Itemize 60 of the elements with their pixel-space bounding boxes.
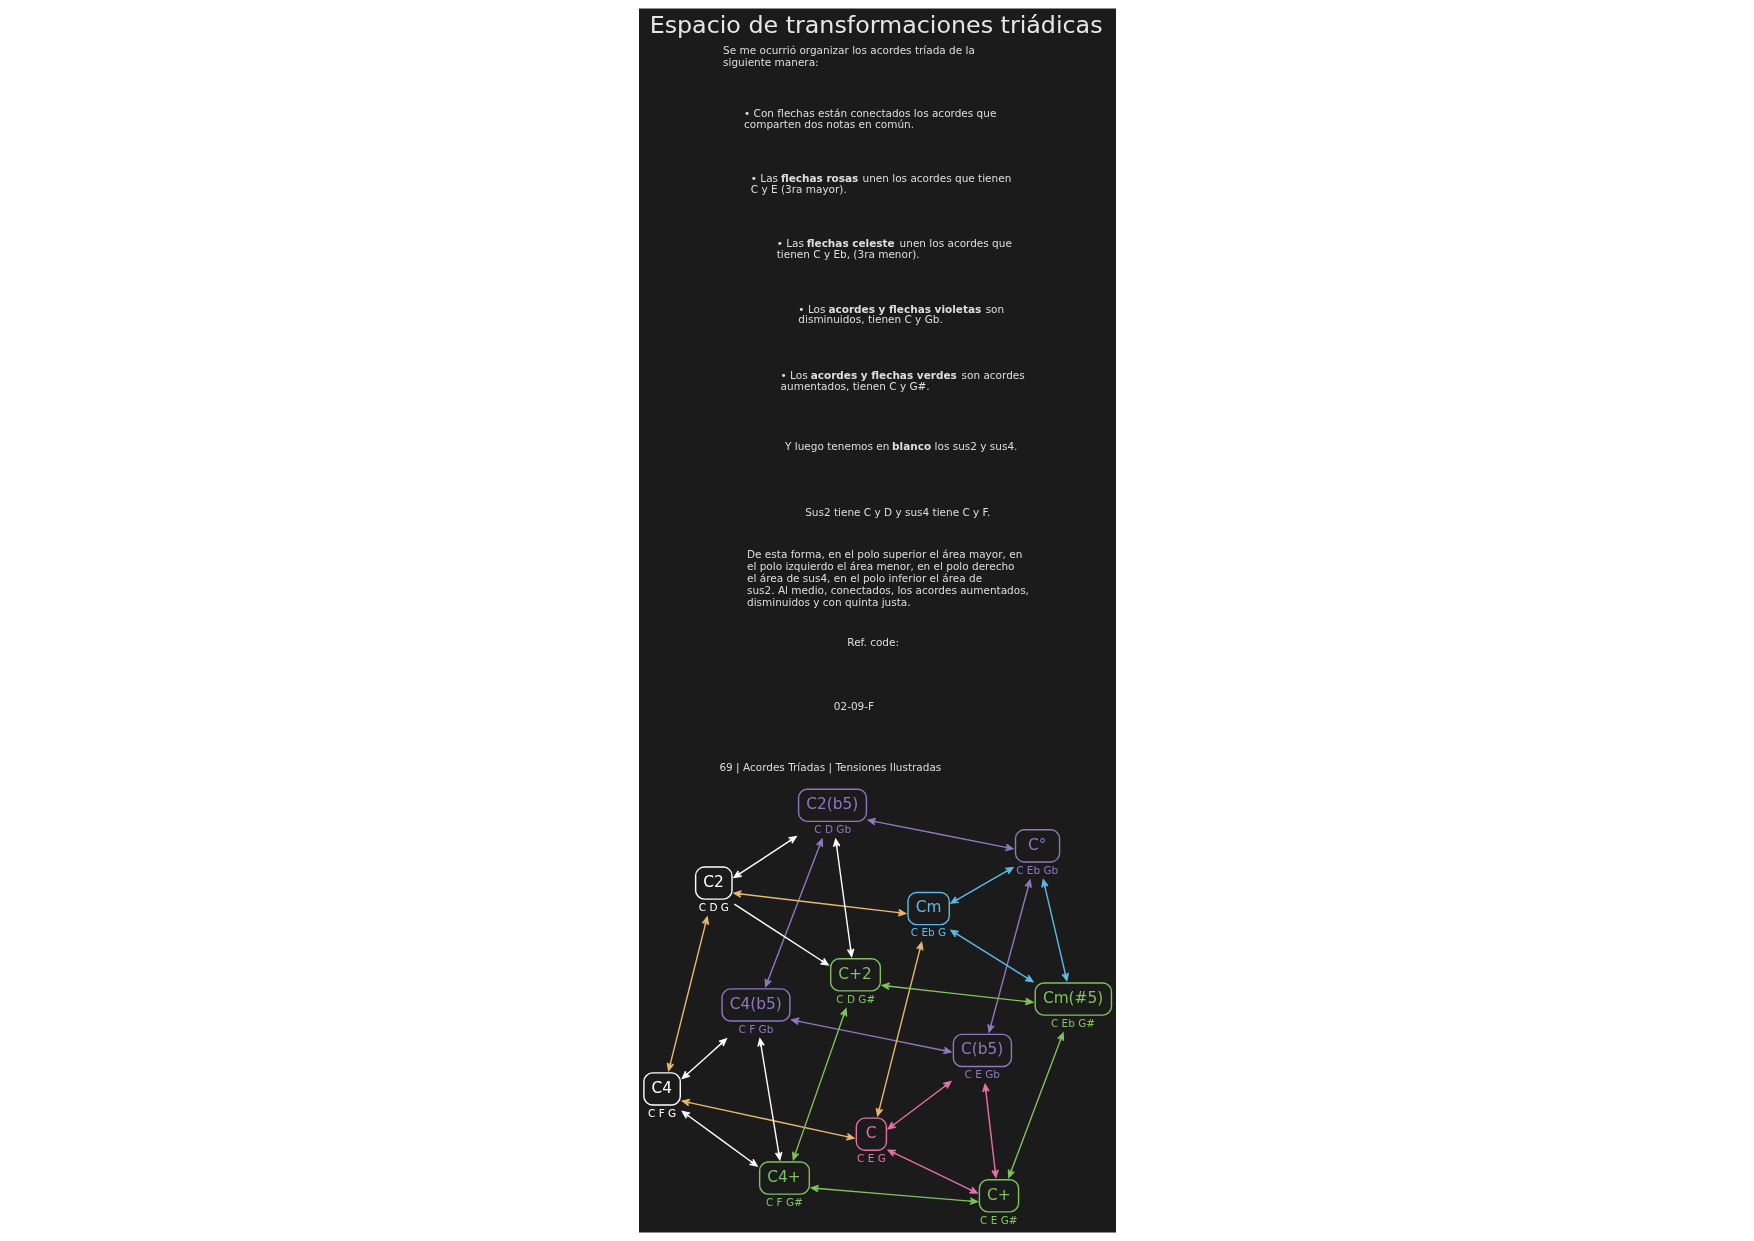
- arrow: [681, 1110, 758, 1167]
- arrow: [790, 1017, 951, 1055]
- node-label: C E Gb: [964, 1068, 1000, 1081]
- label: • Las flechas rosas unen los acordes que tienen C y E (3ra mayor).: [750, 172, 1011, 195]
- arrow: [732, 836, 797, 879]
- arrow: [756, 1038, 782, 1161]
- node-box: Cm(#5): [1034, 982, 1112, 1016]
- node-box: C4: [642, 1072, 681, 1106]
- node-label: C Eb Gb: [1015, 863, 1058, 876]
- diagram-title: Espacio de transformaciones triádicas: [649, 11, 1103, 40]
- arrow: [732, 890, 906, 917]
- arrow: [887, 1081, 951, 1130]
- arrow: [981, 1083, 999, 1178]
- node-box: Cm: [906, 891, 950, 926]
- node-box: C4(b5): [720, 988, 791, 1022]
- label: 69 | Acordes Tríadas | Tensiones Ilustradas: [718, 761, 941, 774]
- node-label: C Eb G: [910, 926, 946, 939]
- node-label: C F G: [647, 1106, 676, 1119]
- node-label: C D Gb: [813, 823, 851, 836]
- node-label: C E G#: [979, 1213, 1018, 1226]
- label: Y luego tenemos en blanco los sus2 y sus4.: [784, 439, 1017, 452]
- arrow: [681, 1038, 727, 1080]
- arrow: [832, 838, 854, 957]
- node-box: C2(b5): [797, 788, 867, 823]
- node-box: C: [855, 1117, 887, 1151]
- arrow: [875, 942, 924, 1117]
- node-label: C F G#: [765, 1196, 803, 1209]
- label: Ref. code:: [846, 636, 899, 649]
- arrow: [733, 903, 829, 966]
- node-label: C D G: [698, 901, 729, 914]
- label: Sus2 tiene C y D y sus4 tiene C y F.: [804, 506, 990, 519]
- node-label: C Eb G#: [1050, 1017, 1095, 1029]
- label: 02-09-F: [833, 699, 874, 712]
- node-label: C F Gb: [738, 1022, 773, 1035]
- node-box: C4+: [758, 1161, 810, 1195]
- label: De esta forma, en el polo superior el área mayor, en el polo izquierdo el área menor, en el polo derecho el área de sus4, en el polo inferior el área de sus2. Al medio, conectados, los acordes aumentados, disminuidos y con quinta justa.: [746, 547, 1029, 608]
- label: • Con flechas están conectados los acordes que comparten dos notas en común.: [743, 106, 996, 131]
- node-label: C D G#: [835, 992, 875, 1005]
- arrow: [986, 879, 1032, 1033]
- arrow: [949, 929, 1033, 983]
- node-box: C°: [1014, 829, 1060, 863]
- arrow: [1007, 1032, 1064, 1178]
- node-label: C E G: [856, 1152, 886, 1165]
- node-box: C(b5): [952, 1033, 1012, 1068]
- arrow: [681, 1098, 854, 1141]
- label: • Las flechas celeste unen los acordes que tienen C y Eb, (3ra menor).: [776, 237, 1012, 260]
- node-box: C2: [694, 866, 733, 900]
- arrow: [791, 1008, 847, 1161]
- arrow: [949, 866, 1014, 904]
- arrow: [764, 838, 823, 988]
- node-box: C+2: [829, 958, 881, 992]
- node-box: C+: [978, 1179, 1019, 1213]
- label: • Los acordes y flechas verdes son acordes aumentados, tienen C y G#.: [780, 369, 1025, 392]
- arrow: [666, 916, 709, 1072]
- arrow: [867, 817, 1014, 852]
- arrow: [810, 1184, 978, 1205]
- label: Se me ocurrió organizar los acordes tríada de la siguiente manera:: [722, 43, 975, 68]
- label: • Los acordes y flechas violetas son disminuidos, tienen C y Gb.: [797, 302, 1004, 326]
- arrow: [1040, 879, 1069, 982]
- arrow: [881, 982, 1033, 1006]
